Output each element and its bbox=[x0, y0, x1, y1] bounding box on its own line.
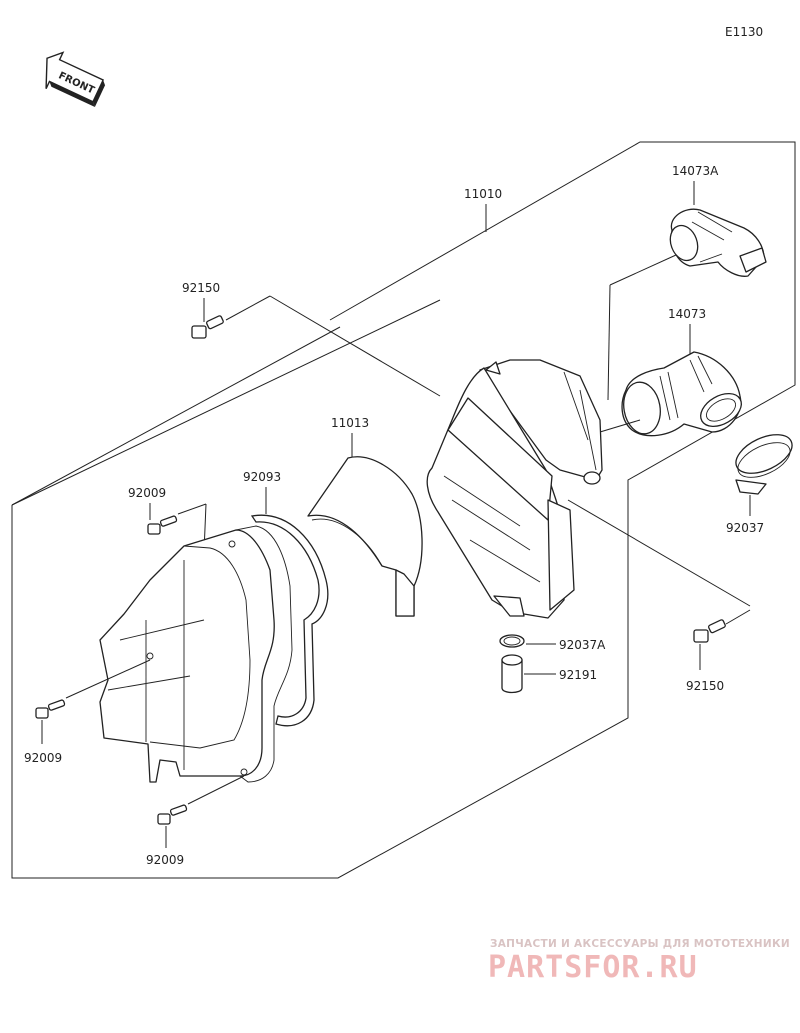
leader-92150-top-to-box bbox=[269, 295, 441, 397]
bolt-92150-right bbox=[693, 619, 726, 643]
screw-92009-top bbox=[147, 515, 178, 535]
assembly-boundary bbox=[11, 141, 796, 879]
leader-92009-bottom-axis bbox=[187, 775, 245, 805]
label-92093: 92093 bbox=[243, 470, 281, 484]
screw-92009-left bbox=[35, 699, 66, 719]
label-92037A: 92037A bbox=[559, 638, 606, 652]
front-arrow-icon: FRONT bbox=[45, 51, 106, 108]
watermark-tagline: ЗАПЧАСТИ И АКСЕССУАРЫ ДЛЯ МОТОТЕХНИКИ bbox=[490, 938, 790, 950]
leader-14073-to-box bbox=[599, 419, 641, 433]
leader-92009-left-axis bbox=[65, 659, 151, 699]
clamp-92037 bbox=[735, 434, 793, 495]
label-92037: 92037 bbox=[726, 521, 764, 535]
bolt-92150-top bbox=[191, 315, 224, 339]
leader-92150-right-axis bbox=[725, 609, 751, 625]
label-92009-top: 92009 bbox=[128, 486, 166, 500]
diagram-code: E1130 bbox=[725, 25, 763, 39]
label-11013: 11013 bbox=[331, 416, 369, 430]
label-11010: 11010 bbox=[464, 187, 502, 201]
drain-cap-92191 bbox=[501, 654, 523, 694]
leader-92150-right-to-box bbox=[567, 499, 751, 607]
label-92150-top: 92150 bbox=[182, 281, 220, 295]
label-92009-bottom: 92009 bbox=[146, 853, 184, 867]
label-92009-left: 92009 bbox=[24, 751, 62, 765]
watermark-logo[interactable]: PARTSFOR.RU bbox=[488, 950, 698, 985]
label-14073A: 14073A bbox=[672, 164, 719, 178]
leader-92150-top-axis bbox=[225, 295, 271, 321]
filter-element-11013 bbox=[307, 456, 423, 617]
label-14073: 14073 bbox=[668, 307, 706, 321]
air-cleaner-cover bbox=[99, 525, 293, 783]
label-92191: 92191 bbox=[559, 668, 597, 682]
air-cleaner-housing bbox=[426, 359, 603, 619]
leader-92009-top-axis bbox=[177, 503, 207, 515]
label-92150-right: 92150 bbox=[686, 679, 724, 693]
screw-92009-bottom bbox=[157, 804, 188, 825]
boundary-line bbox=[11, 326, 341, 506]
clip-92037A bbox=[499, 634, 525, 648]
intake-boot-14073 bbox=[621, 351, 742, 437]
leader-14073A-to-box bbox=[609, 254, 677, 286]
leader-14073A-drop bbox=[607, 284, 611, 401]
intake-duct-14073A bbox=[669, 208, 767, 277]
gasket-92093 bbox=[250, 514, 329, 727]
